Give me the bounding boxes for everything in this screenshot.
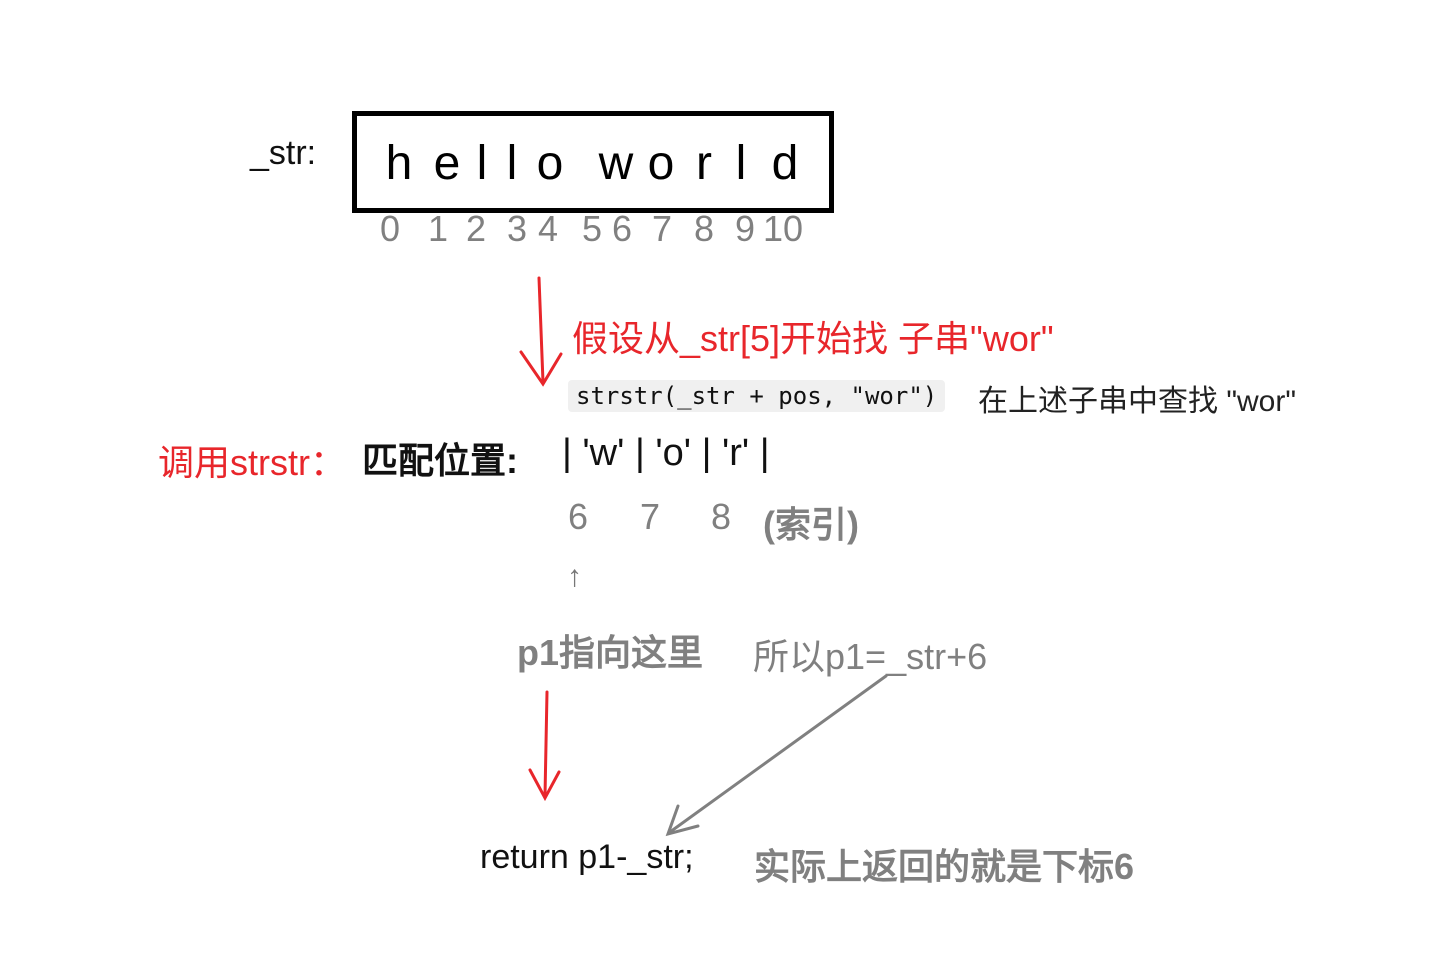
assume-text: 假设从_str[5]开始找 子串"wor" xyxy=(572,318,1054,359)
char: o xyxy=(536,137,564,190)
char: h xyxy=(385,137,413,190)
char: d xyxy=(771,137,799,190)
match-index: 7 xyxy=(640,496,661,537)
char: l xyxy=(476,137,488,190)
match-label: 匹配位置: xyxy=(362,440,518,481)
index-label: 1 xyxy=(427,208,449,249)
str-label: _str: xyxy=(250,134,317,172)
index-label: 3 xyxy=(506,208,528,249)
red-down-arrow-icon xyxy=(528,690,561,802)
index-label: 0 xyxy=(379,208,401,249)
return-note: 实际上返回的就是下标6 xyxy=(754,846,1135,887)
gray-diagonal-arrow-icon xyxy=(665,674,888,837)
char: w xyxy=(598,137,634,190)
code-note: 在上述子串中查找 "wor" xyxy=(978,385,1296,418)
index-label: 7 xyxy=(651,208,673,249)
index-label: 8 xyxy=(693,208,715,249)
up-arrow-icon: ↑ xyxy=(567,560,582,593)
red-down-arrow-icon xyxy=(519,276,563,387)
index-label: 4 xyxy=(537,208,559,249)
string-box: h e l l o w o r l d xyxy=(352,111,834,213)
return-code: return p1-_str; xyxy=(480,838,694,876)
char: o xyxy=(647,137,675,190)
index-label: 9 xyxy=(734,208,756,249)
match-cells: | 'w' | 'o' | 'r' | xyxy=(562,432,770,474)
match-index: 8 xyxy=(711,496,732,537)
index-note: (索引) xyxy=(763,504,859,545)
char: e xyxy=(433,137,461,190)
p1-equation: 所以p1=_str+6 xyxy=(753,636,988,677)
index-label: 5 xyxy=(581,208,603,249)
call-label: 调用strstr： xyxy=(158,442,346,483)
char: r xyxy=(696,137,712,190)
char: l xyxy=(735,137,747,190)
char: l xyxy=(506,137,518,190)
index-label: 6 xyxy=(611,208,633,249)
index-label: 2 xyxy=(465,208,487,249)
code-snippet: strstr(_str + pos, "wor") xyxy=(568,380,946,412)
match-index: 6 xyxy=(568,496,589,537)
p1-note: p1指向这里 xyxy=(517,632,704,673)
index-label: 10 xyxy=(762,208,804,249)
